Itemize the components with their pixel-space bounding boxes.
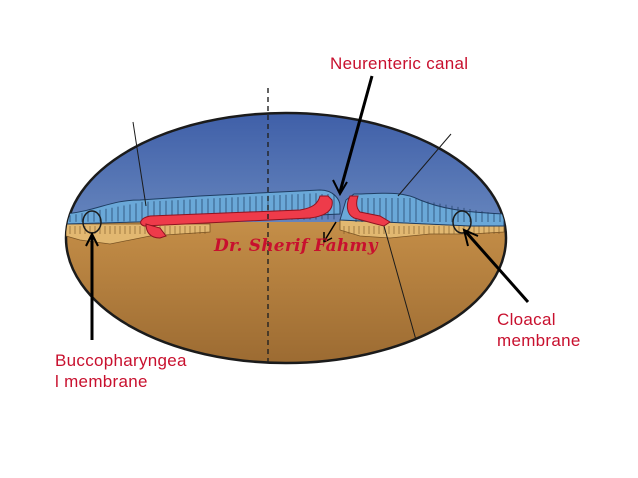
neurenteric-canal-label: Neurenteric canal	[330, 54, 469, 73]
structure-pointer-lines	[132, 121, 452, 341]
cloacal-membrane-label-line1: Cloacal	[497, 310, 556, 329]
buccopharyngeal-label-line2: l membrane	[55, 372, 148, 391]
buccopharyngeal-label-line1: Buccopharyngea	[55, 351, 187, 370]
notochordal-process	[140, 195, 391, 239]
cloacal-membrane-circle	[452, 210, 472, 234]
leader-arrows	[85, 75, 530, 340]
watermark-text: Dr. Sherif Fahmy	[214, 236, 378, 256]
cloacal-membrane-label-line2: membrane	[497, 331, 581, 350]
cloacal-membrane-label: Cloacal membrane	[497, 309, 581, 351]
buccopharyngeal-membrane-label: Buccopharyngea l membrane	[55, 350, 187, 392]
